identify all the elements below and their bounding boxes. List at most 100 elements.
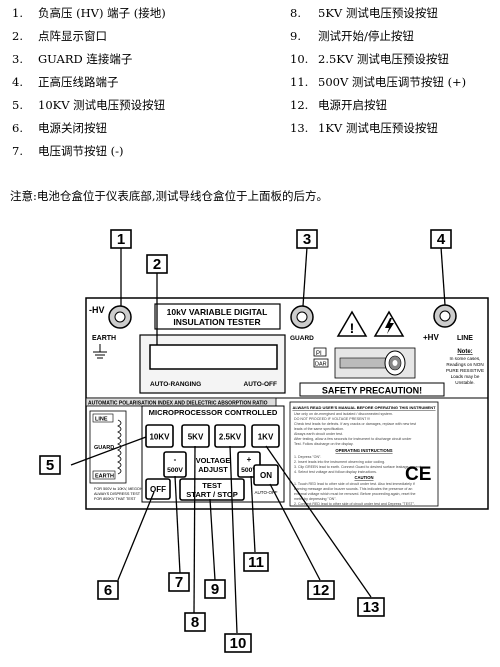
callout-box: 10 — [224, 633, 252, 653]
svg-text:6: 6 — [104, 582, 112, 599]
legend-item: 11.500V 测试电压调节按钮 (+) — [290, 75, 466, 98]
svg-text:4. Select test voltage and fol: 4. Select test voltage and follow displa… — [294, 470, 377, 474]
btn-plus-sym: + — [247, 455, 252, 464]
legend-item: 3.GUARD 连接端子 — [12, 52, 166, 75]
svg-text:9: 9 — [211, 581, 219, 598]
instructions-block — [289, 401, 439, 507]
btn-test-start-stop[interactable] — [179, 478, 245, 501]
legend-num: 4. — [12, 75, 23, 89]
btn-5kv-label: 5KV — [188, 433, 204, 442]
svg-text:1: 1 — [117, 231, 125, 248]
note-heading: Note: — [457, 349, 472, 355]
svg-text:2. Insert leads into the instr: 2. Insert leads into the instrument obse… — [294, 460, 385, 464]
note-line: In some cases, — [450, 356, 481, 361]
btn-on[interactable] — [253, 464, 279, 486]
callout-box: 6 — [97, 580, 119, 600]
legend-num: 6. — [12, 121, 23, 135]
btn-10kv-label: 10KV — [149, 433, 170, 442]
legend-item: 13. 1KV 测试电压预设按钮 — [290, 121, 466, 144]
voltage-adjust-label: ADJUST — [198, 465, 228, 474]
callout-box: 12 — [307, 580, 335, 600]
btn-10kv[interactable] — [145, 424, 174, 448]
svg-text:2: 2 — [153, 256, 161, 273]
legend-num: 9. — [290, 29, 301, 43]
legend-item: 9. 测试开始/停止按钮 — [290, 29, 466, 52]
legend-text: 1KV 测试电压预设按钮 — [318, 121, 438, 135]
caution-fineprint: 1. Touch RED lead to other side of circu… — [294, 482, 415, 506]
legend-item: 4. 正高压线路端子 — [12, 75, 166, 98]
legend-num: 5. — [12, 98, 23, 112]
note-line: Unstable. — [455, 380, 474, 385]
legend-num: 13. — [290, 121, 309, 135]
legend-text: 电源关闭按钮 — [38, 121, 107, 135]
legend-item: 6. 电源关闭按钮 — [12, 121, 166, 144]
legend-text: 正高压线路端子 — [38, 75, 119, 89]
micro-title: MICROPROCESSOR CONTROLLED — [149, 408, 278, 417]
svg-text:DO NOT PROCEED IF VOLTAGE PRES: DO NOT PROCEED IF VOLTAGE PRESENT !!! — [294, 417, 370, 421]
legend-text: 点阵显示窗口 — [38, 29, 107, 43]
legend-text: 电源开启按钮 — [318, 98, 387, 112]
legend-num: 3. — [12, 52, 23, 66]
legend-item: 12.电源开启按钮 — [290, 98, 466, 121]
svg-text:5: 5 — [46, 457, 54, 474]
leader-lines — [70, 246, 446, 634]
btn-plus-val: 500V — [241, 467, 257, 474]
svg-text:8: 8 — [191, 614, 199, 631]
legend-text: 负高压 (HV) 端子 (接地) — [38, 6, 166, 20]
cable-illustration — [334, 347, 416, 379]
polarisation-strip-label: AUTOMATIC POLARISATION INDEX AND DIELECT… — [88, 401, 268, 407]
legend-num: 1. — [12, 6, 23, 20]
svg-text:Always earth circuit under tes: Always earth circuit under test. — [294, 432, 343, 436]
side-label-guard: GUARD — [94, 445, 114, 451]
btn-2-5kv-label: 2.5KV — [219, 433, 242, 442]
btn-off[interactable] — [145, 478, 171, 500]
svg-text:3. Clip GREEN lead to earth. C: 3. Clip GREEN lead to earth. Connect Gua… — [294, 465, 422, 469]
spec-fineprint: FOR 800KV THAT TEST — [94, 497, 136, 501]
callout-box: 11 — [243, 552, 269, 572]
callout-box: 4 — [430, 229, 452, 249]
callout-box: 9 — [204, 579, 226, 599]
btn-minus-sym: - — [174, 455, 177, 464]
legend-num: 2. — [12, 29, 23, 43]
panel-title-line2: INSULATION TESTER — [173, 317, 260, 327]
legend-item: 10. 2.5KV 测试电压预设按钮 — [290, 52, 466, 75]
legend-item: 8. 5KV 测试电压预设按钮 — [290, 6, 466, 29]
btn-1kv[interactable] — [251, 424, 280, 448]
note-line: Readings on NON — [446, 362, 483, 367]
legend-text: 5KV 测试电压预设按钮 — [318, 6, 438, 20]
note-line: PURE RESISTIVE — [446, 368, 484, 373]
auto-off-small: AUTO-OFF — [255, 490, 278, 495]
callout-box: 13 — [357, 597, 385, 617]
legend-item: 5. 10KV 测试电压预设按钮 — [12, 98, 166, 121]
legend-text: 10KV 测试电压预设按钮 — [38, 98, 166, 112]
legend-num: 11. — [290, 75, 309, 89]
btn-test-label: START / STOP — [186, 490, 238, 499]
pi-indicator: PI — [316, 351, 322, 357]
svg-text:13: 13 — [363, 599, 380, 616]
spec-fineprint: FOR 500V to 10KV, MEGOHMS — [94, 487, 149, 491]
svg-text:external voltage which must be: external voltage which must be removed. … — [294, 492, 415, 496]
side-label-earth: EARTH — [95, 474, 114, 480]
svg-text:11: 11 — [248, 554, 264, 571]
svg-text:7: 7 — [175, 574, 183, 591]
legend-item: 1. 负高压 (HV) 端子 (接地) — [12, 6, 166, 29]
svg-text:1. Depress "ON".: 1. Depress "ON". — [294, 455, 321, 459]
note-line: Loads may be — [451, 374, 480, 379]
svg-text:leads of the same specificatio: leads of the same specification. — [294, 427, 344, 431]
ce-mark: CE — [405, 464, 431, 485]
btn-on-label: ON — [260, 471, 272, 480]
legend-text: 2.5KV 测试电压预设按钮 — [318, 52, 449, 66]
caution-title: CAUTION — [354, 475, 373, 480]
earth-label: EARTH — [92, 335, 116, 342]
legend-num: 8. — [290, 6, 301, 20]
callout-box: 2 — [146, 254, 168, 274]
line-label: LINE — [457, 335, 473, 342]
legend-item: 2. 点阵显示窗口 — [12, 29, 166, 52]
svg-text:10: 10 — [230, 635, 247, 652]
svg-text:meter by depressing "ON".: meter by depressing "ON". — [294, 497, 337, 501]
svg-text:!: ! — [350, 320, 355, 336]
legend-item: 7.电压调节按钮 (-) — [12, 144, 166, 167]
legend-num: 10. — [290, 52, 309, 66]
legend-text: 测试开始/停止按钮 — [318, 29, 414, 43]
